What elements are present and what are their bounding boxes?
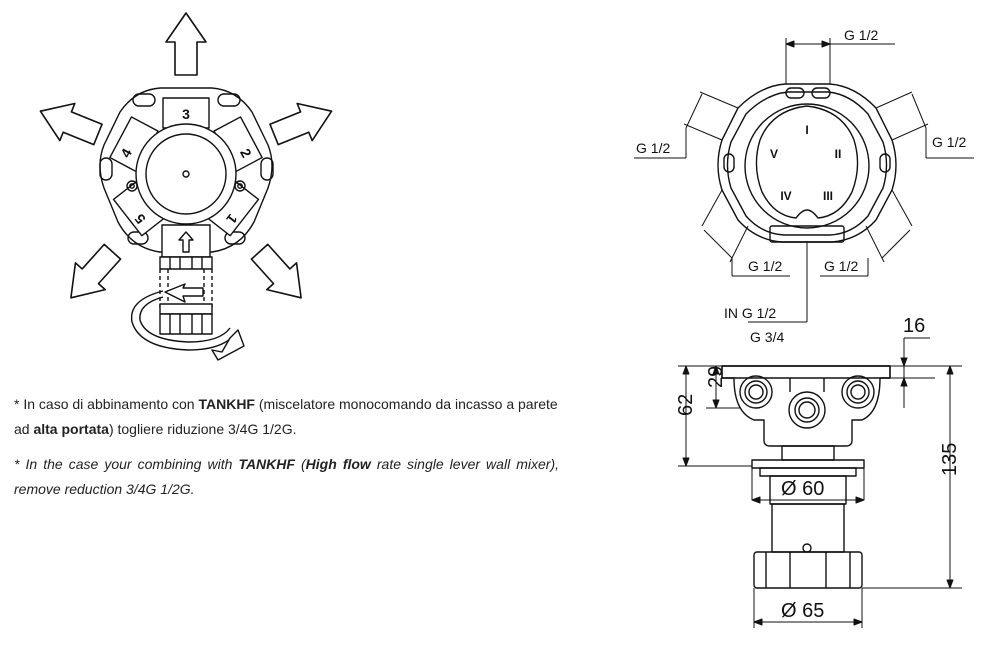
center-dot (182, 170, 190, 178)
side-body-outline (721, 365, 891, 447)
note-en-bold-2: High flow (305, 456, 371, 472)
dial-mark-1: I (805, 123, 808, 137)
note-it-text-2: (miscelatore monocomando da incasso a pa… (14, 396, 558, 437)
dim-diameter-65: Ø 65 (781, 600, 824, 622)
note-it-bold-1: TANKHF (198, 396, 255, 412)
arrow-lower-right-icon (250, 243, 302, 299)
reduction-fitting (159, 256, 213, 335)
dim-29: 29 (705, 366, 727, 388)
outlet-arrows (39, 12, 333, 299)
dial-mark-3: III (823, 189, 833, 203)
dial-mark-5: V (770, 147, 778, 161)
valve-housing-outline (99, 87, 273, 253)
note-it-bold-2: alta portata (33, 421, 109, 437)
inlet-label: IN G 1/2 (724, 305, 776, 321)
dim-16: 16 (903, 315, 925, 337)
dial-mark-4: IV (780, 189, 791, 203)
note-it-text-1: * In caso di abbinamento con (14, 396, 199, 412)
right-thread-label: G 1/2 (932, 134, 966, 150)
note-en-text-2: ( (294, 456, 306, 472)
arrow-lower-left-icon (70, 243, 122, 299)
lower-right-thread-label: G 1/2 (824, 258, 858, 274)
arrow-upper-right-icon (269, 102, 333, 146)
port-number-3: 3 (182, 106, 190, 122)
left-valve-view: 3 2 1 5 4 (39, 12, 333, 361)
side-view-drawing: 16 29 62 135 Ø 60 Ø 65 (675, 315, 962, 628)
dim-62: 62 (675, 394, 697, 416)
dim-135: 135 (939, 443, 961, 476)
note-en-bold-1: TANKHF (238, 456, 295, 472)
lower-left-thread-label: G 1/2 (748, 258, 782, 274)
dim-diameter-60: Ø 60 (781, 478, 824, 500)
note-it-text-3: ) togliere riduzione 3/4G 1/2G. (108, 421, 297, 437)
top-thread-label: G 1/2 (844, 27, 878, 43)
note-italian: * In caso di abbinamento con TANKHF (mis… (14, 392, 559, 442)
center-cap-inner (145, 133, 227, 215)
note-en-text-3: rate single lever wall mixer), remove re… (14, 456, 559, 497)
dial-outline (755, 105, 859, 219)
top-view-drawing: I II III IV V (634, 27, 974, 345)
inlet-arrow-icon (178, 231, 194, 253)
rotation-arrow-icon (130, 283, 245, 361)
arrow-upper-left-icon (39, 102, 103, 146)
inlet-alt-label: G 3/4 (750, 329, 784, 345)
arrow-up-icon (165, 12, 207, 76)
center-cap-outer (135, 123, 237, 225)
note-english: * In the case your combining with TANKHF… (14, 452, 559, 502)
left-thread-label: G 1/2 (636, 140, 670, 156)
note-en-text-1: * In the case your combining with (14, 456, 239, 472)
mounting-lugs (99, 93, 274, 245)
dial-mark-2: II (835, 147, 842, 161)
